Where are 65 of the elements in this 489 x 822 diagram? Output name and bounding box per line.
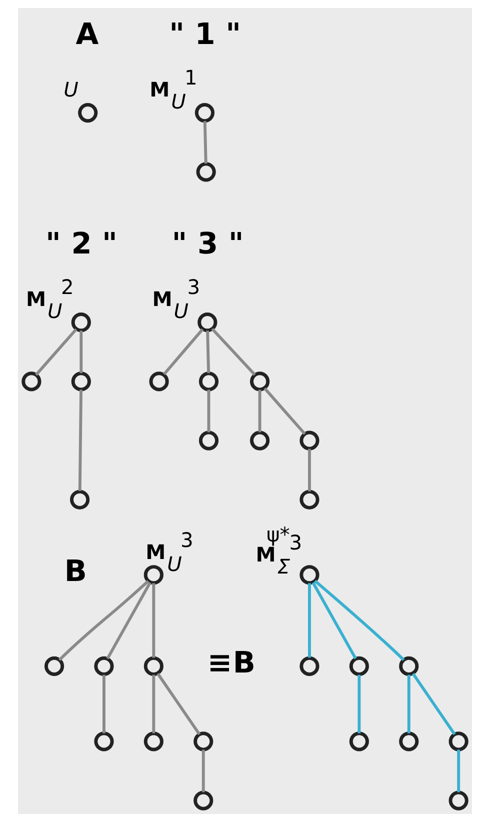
node-circle [148, 372, 168, 392]
connector [357, 674, 360, 734]
node-circle [249, 372, 270, 392]
node-circle [348, 732, 368, 752]
node-circle [143, 565, 163, 585]
connector [202, 121, 207, 164]
node-circle [70, 372, 90, 392]
node-circle [198, 430, 218, 450]
node-circle [94, 732, 114, 752]
connector [102, 674, 105, 734]
node-circle [299, 430, 319, 450]
connector [314, 580, 404, 661]
label: " 3 " [171, 226, 244, 260]
node-circle [44, 656, 64, 676]
node-circle [299, 490, 319, 510]
node-label: U [63, 78, 78, 102]
node-circle [196, 162, 216, 182]
connector [58, 580, 149, 661]
connector [206, 390, 210, 432]
connector [106, 582, 151, 660]
label: B [64, 554, 86, 588]
connector [206, 330, 210, 374]
node-circle [398, 656, 418, 676]
node-circle [398, 732, 418, 752]
node-label: ψ* [266, 522, 290, 546]
node-circle [348, 656, 368, 676]
connector [34, 328, 77, 376]
connector [78, 390, 82, 492]
node-circle [70, 312, 90, 332]
connector [456, 750, 460, 792]
connector [156, 672, 200, 736]
connector [406, 674, 410, 734]
node-circle [78, 103, 98, 123]
node-circle [249, 430, 270, 450]
label: ≡B [206, 645, 255, 680]
node-circle [194, 103, 214, 123]
connector [311, 582, 356, 660]
node-circle [198, 372, 218, 392]
connector [258, 390, 261, 432]
connector [411, 672, 456, 736]
node-circle [69, 490, 90, 510]
label: A [75, 16, 98, 51]
node-circle [193, 732, 213, 752]
connector [308, 583, 310, 658]
connector [152, 674, 155, 734]
node-circle [21, 372, 41, 392]
label: " 1 " [168, 16, 241, 51]
connector [308, 448, 310, 492]
node-circle [94, 656, 114, 676]
node-label: 3 [288, 530, 302, 554]
node-circle [197, 312, 217, 332]
node-circle [193, 790, 213, 810]
label: " 2 " [45, 226, 117, 260]
connector [263, 387, 306, 435]
connector [201, 750, 204, 792]
connector [79, 330, 82, 374]
connector [162, 328, 204, 376]
node-circle [143, 656, 163, 676]
connector [152, 583, 155, 658]
connector [210, 328, 256, 376]
node-circle [448, 732, 468, 752]
node-circle [143, 732, 163, 752]
node-circle [299, 656, 319, 676]
node-circle [299, 565, 319, 585]
node-circle [448, 790, 468, 810]
